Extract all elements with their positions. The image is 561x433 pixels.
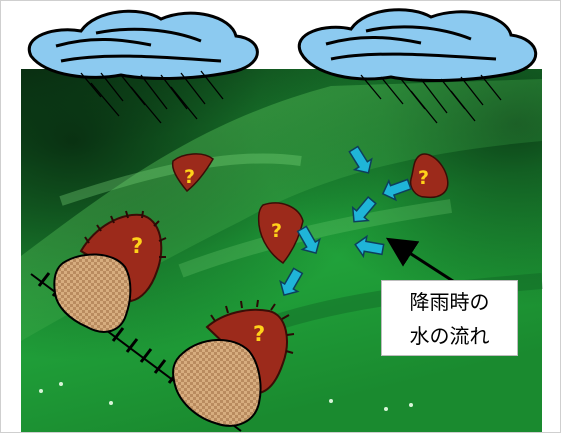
unknown-marker-3: ? [271, 220, 282, 242]
water-flow-arrow-icon [351, 196, 377, 223]
unknown-marker-2: ? [418, 167, 429, 189]
landslide-scarp-small-top: ? [171, 153, 214, 193]
rain-cloud-right [297, 8, 538, 124]
water-flow-arrow-icon [354, 234, 385, 259]
water-flow-label-line2: 水の流れ [409, 324, 490, 348]
landslide-scarp-center: ? [257, 202, 304, 265]
pointer-arrow-icon [385, 237, 457, 285]
water-flow-label-line1: 降雨時の [409, 290, 490, 314]
water-flow-arrow-icon [348, 145, 373, 174]
landslide-upper-left: ? [53, 210, 167, 333]
unknown-marker-4: ? [131, 234, 143, 258]
water-flow-arrow-icon [296, 225, 321, 255]
landslide-debris-icon [53, 253, 132, 333]
water-flow-arrow-icon [381, 178, 412, 202]
landslide-lower-center: ? [172, 299, 295, 427]
water-flow-label: 降雨時の 水の流れ [381, 280, 518, 356]
water-flow-arrows [279, 145, 412, 297]
water-flow-arrow-icon [279, 267, 304, 297]
landslide-debris-icon [172, 338, 262, 427]
rain-cloud-left [27, 9, 259, 124]
landslide-scarp-right: ? [409, 153, 449, 199]
unknown-marker-1: ? [184, 166, 195, 188]
unknown-marker-5: ? [253, 322, 265, 346]
